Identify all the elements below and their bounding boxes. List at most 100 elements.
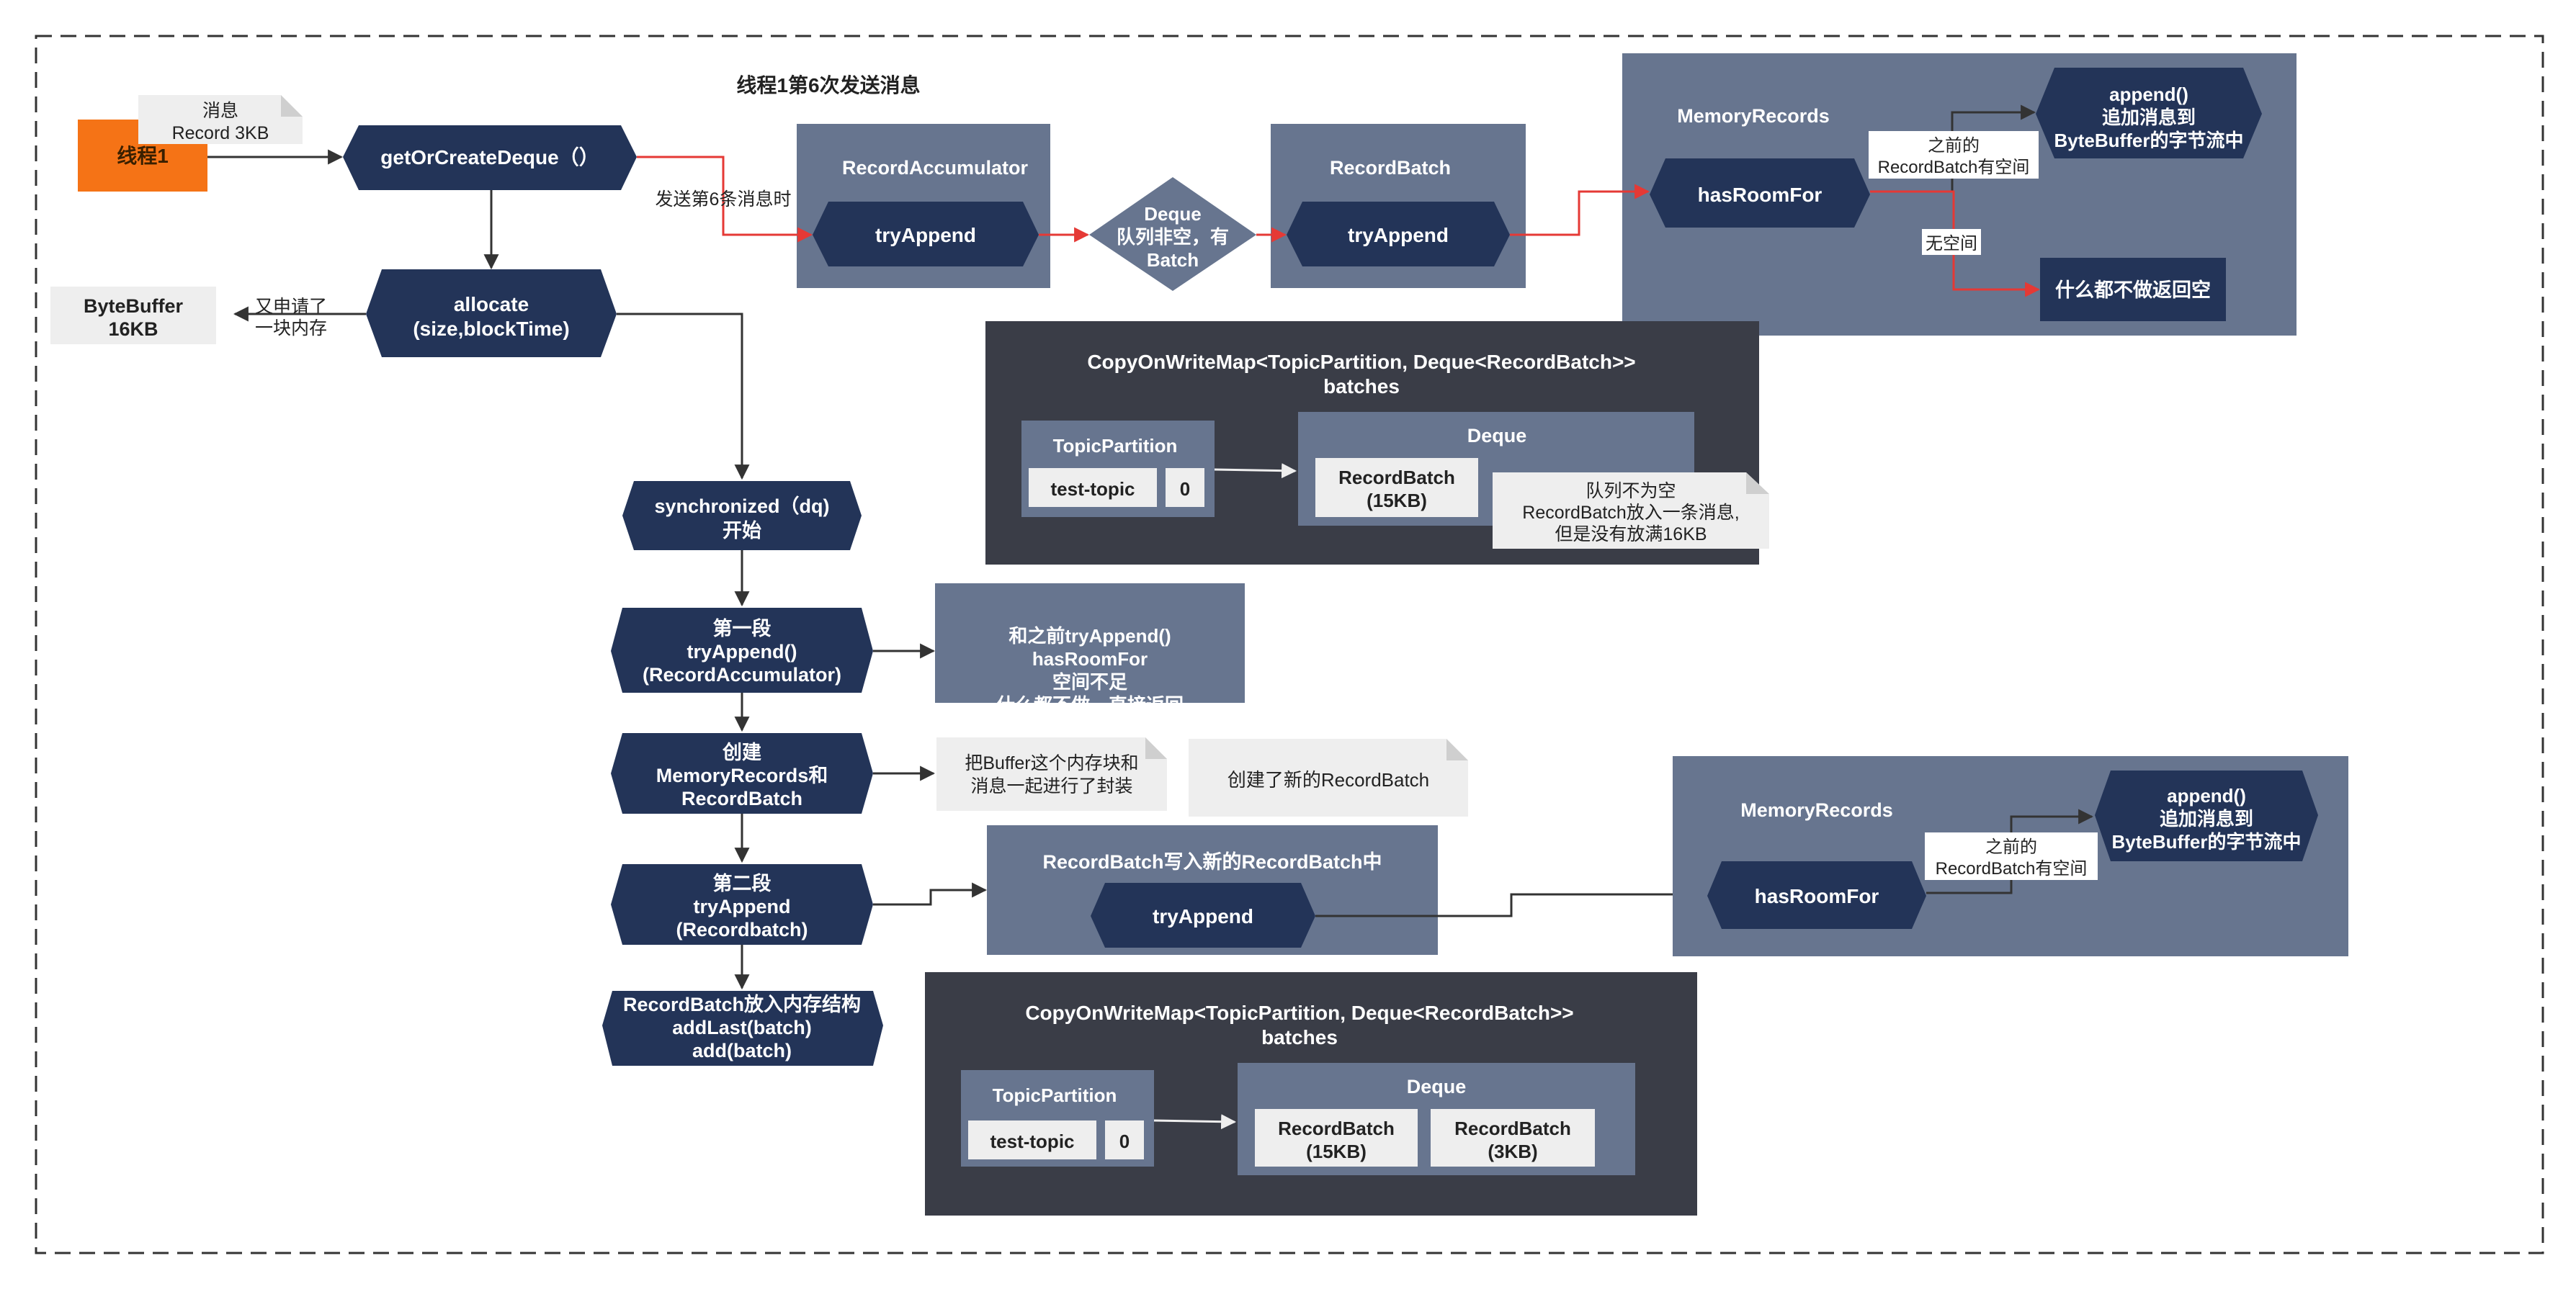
- room-label-1: 之前的 RecordBatch有空间: [1869, 131, 2039, 179]
- seg1-line-3: (RecordAccumulator): [643, 664, 841, 686]
- seg1-line-2: tryAppend(): [687, 641, 797, 663]
- message-note: 消息 Record 3KB: [138, 95, 303, 144]
- sync-line-2: 开始: [723, 519, 761, 542]
- nothing-label: 什么都不做返回空: [2055, 279, 2211, 301]
- append-2-line-2: 追加消息到: [2160, 808, 2253, 830]
- put-line-3: add(batch): [692, 1040, 792, 1061]
- rb-write-panel: RecordBatch写入新的RecordBatch中 tryAppend: [987, 825, 1438, 955]
- deque-2-batch-b-line-2: (3KB): [1488, 1141, 1537, 1162]
- seg1-note-line-1: 和之前tryAppend(): [1009, 625, 1171, 647]
- tp-2-topic: test-topic: [990, 1131, 1075, 1152]
- room-1-line-2: RecordBatch有空间: [1878, 158, 2030, 177]
- seg2-line-2: tryAppend: [694, 896, 791, 917]
- edge-deque-to-accumulator: [637, 156, 813, 243]
- diamond-line-3: Batch: [1147, 249, 1199, 271]
- edge-allocate-to-sync: [617, 313, 750, 480]
- seg2-line-1: 第二段: [713, 872, 772, 894]
- deque-2-batch-a-line-1: RecordBatch: [1278, 1118, 1395, 1139]
- memory-records-1-method: hasRoomFor: [1698, 184, 1823, 206]
- create-line-3: RecordBatch: [681, 788, 802, 809]
- deque-1-batch-line-2: (15KB): [1367, 490, 1427, 511]
- diamond-line-2: 队列非空，有: [1117, 226, 1229, 248]
- get-or-create-deque-node: getOrCreateDeque（）: [343, 125, 637, 190]
- append-1-line-3: ByteBuffer的字节流中: [2054, 130, 2244, 151]
- create-note-line-2: 消息一起进行了封装: [970, 776, 1132, 796]
- tp-2-title: TopicPartition: [993, 1084, 1117, 1106]
- synchronized-node: synchronized（dq) 开始: [622, 481, 862, 550]
- create-note-line-1: 把Buffer这个内存块和: [965, 753, 1138, 773]
- append-1-line-1: append(): [2109, 84, 2188, 105]
- room-label-2: 之前的 RecordBatch有空间: [1925, 832, 2098, 880]
- batches-1-note-line-2: RecordBatch放入一条消息,: [1522, 503, 1739, 523]
- batches-1-note-line-3: 但是没有放满16KB: [1555, 524, 1707, 544]
- sync-line-1: synchronized（dq): [654, 495, 829, 517]
- put-line-2: addLast(batch): [672, 1017, 812, 1038]
- deque-decision-diamond: Deque 队列非空，有 Batch: [1089, 177, 1256, 291]
- tp-1-title: TopicPartition: [1053, 435, 1178, 457]
- seg1-line-1: 第一段: [713, 617, 772, 639]
- record-accumulator-panel: RecordAccumulator tryAppend: [797, 124, 1050, 288]
- segment-2-node: 第二段 tryAppend (Recordbatch): [611, 864, 873, 945]
- append-1-line-2: 追加消息到: [2102, 107, 2196, 128]
- msg-note-line-2: Record 3KB: [172, 123, 269, 143]
- accumulator-title: RecordAccumulator: [842, 157, 1029, 179]
- diamond-line-1: Deque: [1144, 203, 1201, 225]
- tp-1-partition: 0: [1180, 478, 1190, 500]
- alloc-note-line-2: 一块内存: [255, 318, 327, 338]
- seg1-note-line-3: 空间不足: [1052, 671, 1127, 693]
- put-line-1: RecordBatch放入内存结构: [623, 993, 861, 1015]
- batches-1-title-line-2: batches: [1323, 375, 1400, 398]
- record-batch-panel: RecordBatch tryAppend: [1271, 124, 1526, 288]
- tp-1-topic: test-topic: [1051, 478, 1135, 500]
- room-1-line-1: 之前的: [1928, 136, 1980, 156]
- edge-rb-write-to-memory-2: [1315, 886, 1707, 917]
- seg1-note-line-2: hasRoomFor: [1032, 648, 1148, 670]
- edge-batch-to-memory: [1510, 184, 1650, 236]
- create-note: 把Buffer这个内存块和 消息一起进行了封装: [936, 737, 1167, 811]
- record-batch-title: RecordBatch: [1330, 157, 1451, 179]
- get-deque-label: getOrCreateDeque（）: [380, 145, 599, 169]
- append-2-line-1: append(): [2167, 785, 2246, 807]
- memory-records-2-title: MemoryRecords: [1740, 799, 1893, 821]
- batches-2-title-line-2: batches: [1261, 1026, 1338, 1048]
- memory-records-2-method: hasRoomFor: [1755, 885, 1879, 907]
- edge-tp-2-to-deque: [1153, 1114, 1237, 1130]
- seg1-note-box: 和之前tryAppend() hasRoomFor 空间不足 什么都不做，直接返…: [935, 583, 1245, 716]
- edge-tp-1-to-deque: [1214, 463, 1297, 479]
- batches-1-title-line-1: CopyOnWriteMap<TopicPartition, Deque<Rec…: [1087, 351, 1635, 373]
- create-note-2: 创建了新的RecordBatch: [1189, 739, 1468, 817]
- seg1-note-line-4: 什么都不做，直接返回: [996, 694, 1184, 716]
- create-line-1: 创建: [722, 742, 761, 763]
- msg-note-line-1: 消息: [202, 101, 238, 121]
- tp-2-partition: 0: [1119, 1131, 1130, 1152]
- deque-1-title: Deque: [1467, 425, 1527, 446]
- batches-2-title-line-1: CopyOnWriteMap<TopicPartition, Deque<Rec…: [1025, 1002, 1573, 1024]
- allocate-line-2: (size,blockTime): [413, 318, 569, 340]
- edge-seg2-to-rb-write: [873, 882, 988, 906]
- bytebuffer-line-1: ByteBuffer: [84, 295, 184, 317]
- room-2-line-2: RecordBatch有空间: [1936, 859, 2088, 879]
- no-room-text: 无空间: [1926, 234, 1977, 253]
- create-node: 创建 MemoryRecords和 RecordBatch: [611, 733, 873, 814]
- record-batch-method: tryAppend: [1348, 224, 1449, 246]
- bytebuffer-line-2: 16KB: [108, 318, 158, 340]
- thread-label: 线程1: [117, 145, 169, 167]
- create-note-2-text: 创建了新的RecordBatch: [1227, 769, 1429, 791]
- put-node: RecordBatch放入内存结构 addLast(batch) add(bat…: [602, 991, 883, 1066]
- deque-2-title: Deque: [1407, 1076, 1467, 1097]
- diagram-title: 线程1第6次发送消息: [736, 73, 920, 96]
- seg2-line-3: (Recordbatch): [676, 919, 808, 940]
- segment-1-node: 第一段 tryAppend() (RecordAccumulator): [611, 608, 873, 693]
- deque-2-batch-b-line-1: RecordBatch: [1454, 1118, 1571, 1139]
- batches-panel-1: CopyOnWriteMap<TopicPartition, Deque<Rec…: [985, 321, 1769, 565]
- allocate-line-1: allocate: [454, 293, 529, 315]
- outer-frame: [35, 35, 2544, 1254]
- deque-2-batch-a-line-2: (15KB): [1306, 1141, 1367, 1162]
- room-2-line-1: 之前的: [1985, 837, 2037, 857]
- deque-1-batch-line-1: RecordBatch: [1338, 467, 1455, 488]
- memory-records-1-title: MemoryRecords: [1677, 105, 1830, 127]
- batches-panel-2: CopyOnWriteMap<TopicPartition, Deque<Rec…: [925, 972, 1697, 1216]
- create-line-2: MemoryRecords和: [656, 765, 828, 786]
- append-2-line-3: ByteBuffer的字节流中: [2112, 831, 2302, 853]
